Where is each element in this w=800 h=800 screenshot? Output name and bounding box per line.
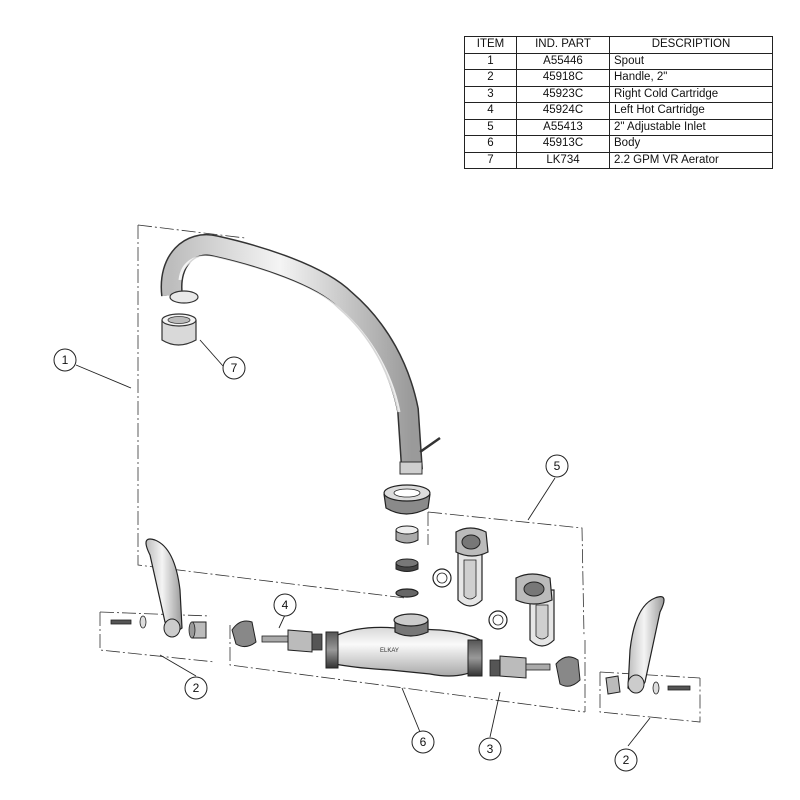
- aerator: [161, 313, 197, 346]
- cell-part: LK734: [516, 151, 610, 169]
- cell-part: 45913C: [516, 135, 610, 153]
- callout-3-label: 3: [487, 742, 494, 756]
- callout-6-label: 6: [420, 735, 427, 749]
- cold-cartridge: [489, 655, 581, 687]
- cell-description: Handle, 2": [609, 69, 773, 87]
- table-row: 2 45918C Handle, 2": [464, 69, 773, 87]
- body-brand-text: ELKAY: [380, 648, 399, 654]
- callout-2-left: 2: [184, 676, 208, 700]
- spout-nut-and-washers: [383, 484, 431, 598]
- callout-5-label: 5: [554, 459, 561, 473]
- table-row: 6 45913C Body: [464, 135, 773, 153]
- dash-dot-outlines: [99, 224, 701, 723]
- callout-2-left-label: 2: [193, 681, 200, 695]
- adjustable-inlets: [432, 527, 555, 647]
- callout-5: 5: [545, 454, 569, 478]
- spout: [160, 233, 441, 475]
- callout-7: 7: [222, 356, 246, 380]
- parts-table: ITEM IND. PART DESCRIPTION 1 A55446 Spou…: [464, 36, 773, 169]
- cell-description: 2.2 GPM VR Aerator: [609, 151, 773, 169]
- faucet-body: ELKAY: [325, 613, 483, 677]
- callout-4-label: 4: [282, 598, 289, 612]
- callout-2-right: 2: [614, 748, 638, 772]
- callout-1-label: 1: [62, 353, 69, 367]
- callout-1: 1: [53, 348, 77, 372]
- cell-description: 2" Adjustable Inlet: [609, 118, 773, 136]
- callout-3: 3: [478, 737, 502, 761]
- left-handle-assembly: [110, 538, 207, 639]
- leader-lines: [75, 339, 651, 747]
- cell-description: Left Hot Cartridge: [609, 102, 773, 120]
- right-handle-assembly: [605, 596, 691, 695]
- table-row: 7 LK734 2.2 GPM VR Aerator: [464, 151, 773, 169]
- callout-6: 6: [411, 730, 435, 754]
- callout-4: 4: [273, 593, 297, 617]
- callout-2-right-label: 2: [623, 753, 630, 767]
- table-row: 5 A55413 2" Adjustable Inlet: [464, 118, 773, 136]
- hot-cartridge: [231, 620, 323, 653]
- callout-7-label: 7: [231, 361, 238, 375]
- table-row: 3 45923C Right Cold Cartridge: [464, 85, 773, 103]
